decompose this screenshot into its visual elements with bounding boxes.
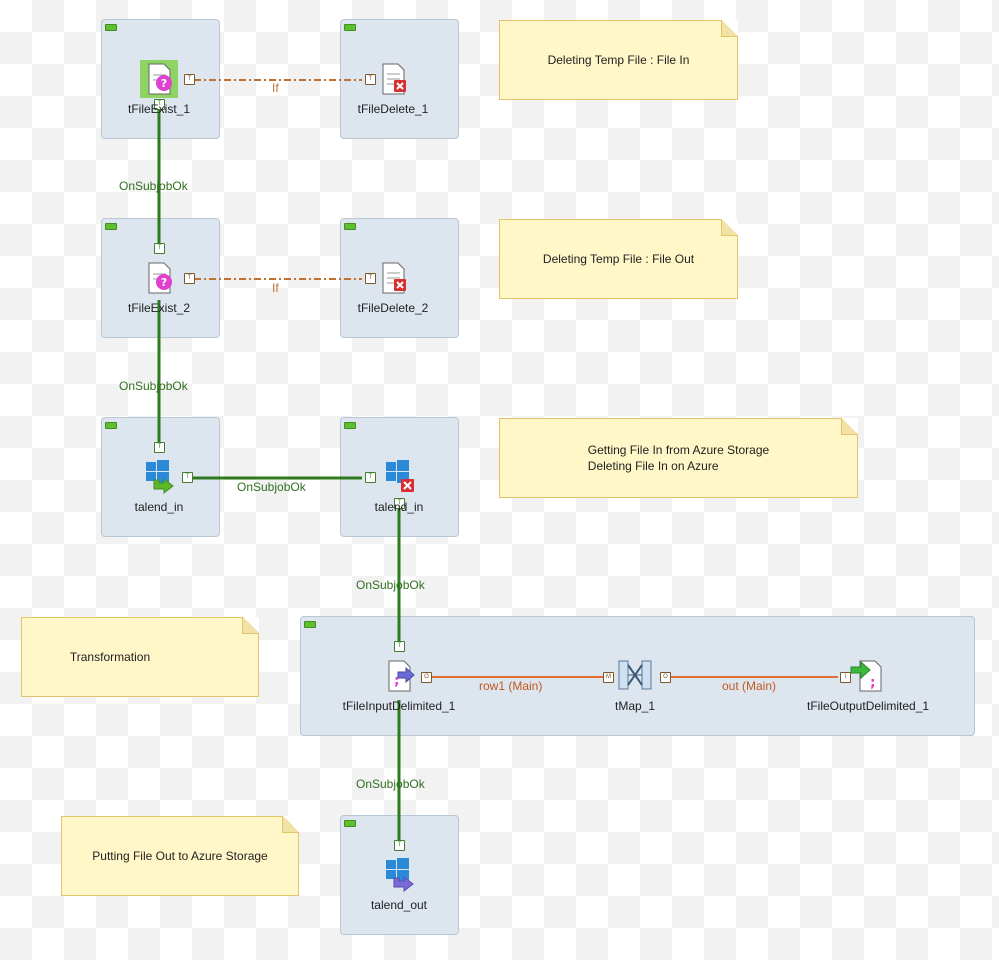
collapse-button[interactable]	[105, 422, 117, 429]
note-text: Putting File Out to Azure Storage	[92, 849, 268, 863]
file-delete-icon	[374, 60, 412, 98]
onsubjobok-label-2[interactable]: OnSubjobOk	[119, 379, 188, 393]
trigger-port[interactable]: T	[394, 641, 405, 652]
collapse-button[interactable]	[344, 24, 356, 31]
component-talend-in-delete[interactable]: talend_in	[339, 458, 459, 514]
output-port[interactable]: T	[184, 74, 195, 85]
collapse-button[interactable]	[344, 223, 356, 230]
row1-label[interactable]: row1 (Main)	[479, 679, 543, 693]
component-tfiledelete-2[interactable]: tFileDelete_2	[333, 259, 453, 315]
onsubjobok-label-4[interactable]: OnSubjobOk	[356, 578, 425, 592]
component-tfileoutputdelimited-1[interactable]: ; tFileOutputDelimited_1	[807, 657, 930, 713]
component-talend-out[interactable]: talend_out	[339, 856, 459, 912]
component-label: tFileDelete_2	[357, 301, 429, 315]
component-talend-in-get[interactable]: talend_in	[99, 458, 219, 514]
azure-get-icon	[140, 458, 178, 496]
note-delete-file-out[interactable]: Deleting Temp File : File Out	[499, 219, 738, 299]
azure-put-icon	[380, 856, 418, 894]
note-fold	[721, 20, 738, 37]
collapse-button[interactable]	[344, 820, 356, 827]
svg-text:?: ?	[161, 276, 167, 289]
note-text: Deleting Temp File : File In	[547, 53, 690, 67]
tmap-icon	[616, 657, 654, 695]
file-output-delimited-icon: ;	[848, 657, 886, 695]
if-label-1[interactable]: If	[272, 81, 279, 95]
file-exist-icon: ?	[140, 60, 178, 98]
collapse-button[interactable]	[105, 223, 117, 230]
note-delete-file-in[interactable]: Deleting Temp File : File In	[499, 20, 738, 100]
component-tfileexist-2[interactable]: ? tFileExist_2	[99, 259, 219, 315]
note-fold	[721, 219, 738, 236]
component-label: tMap_1	[614, 699, 656, 713]
component-label: talend_in	[374, 500, 424, 514]
output-port[interactable]: O	[660, 672, 671, 683]
file-delete-icon	[374, 259, 412, 297]
trigger-port[interactable]: T	[182, 472, 193, 483]
note-text: Deleting Temp File : File Out	[542, 252, 695, 266]
trigger-port[interactable]: T	[154, 99, 165, 110]
svg-text:;: ;	[870, 675, 876, 691]
trigger-port[interactable]: T	[365, 472, 376, 483]
note-fold	[841, 418, 858, 435]
note-text: Getting File In from Azure Storage Delet…	[587, 443, 770, 473]
component-label: tFileInputDelimited_1	[342, 699, 456, 713]
onsubjobok-label-1[interactable]: OnSubjobOk	[119, 179, 188, 193]
file-input-delimited-icon: ;	[380, 657, 418, 695]
component-tmap-1[interactable]: tMap_1	[575, 657, 695, 713]
trigger-port[interactable]: T	[394, 840, 405, 851]
component-tfiledelete-1[interactable]: tFileDelete_1	[333, 60, 453, 116]
collapse-button[interactable]	[304, 621, 316, 628]
output-port[interactable]: O	[421, 672, 432, 683]
component-tfileexist-1[interactable]: ? tFileExist_1	[99, 60, 219, 116]
note-text: Transformation	[69, 650, 151, 664]
input-port[interactable]: I	[840, 672, 851, 683]
component-label: talend_out	[370, 898, 428, 912]
onsubjobok-label-5[interactable]: OnSubjobOk	[356, 777, 425, 791]
output-port[interactable]: T	[184, 273, 195, 284]
out-label[interactable]: out (Main)	[722, 679, 777, 693]
trigger-port[interactable]: T	[394, 498, 405, 509]
component-label: talend_in	[134, 500, 184, 514]
input-port[interactable]: T	[365, 74, 376, 85]
svg-text:;: ;	[394, 673, 400, 689]
onsubjobok-label-3[interactable]: OnSubjobOk	[237, 480, 306, 494]
component-tfileinputdelimited-1[interactable]: ; tFileInputDelimited_1	[339, 657, 459, 713]
note-fold	[242, 617, 259, 634]
component-label: tFileDelete_1	[357, 102, 429, 116]
note-put-file-out[interactable]: Putting File Out to Azure Storage	[61, 816, 299, 896]
main-input-port[interactable]: M	[603, 672, 614, 683]
note-transformation[interactable]: Transformation	[21, 617, 259, 697]
trigger-port[interactable]: T	[154, 442, 165, 453]
component-label: tFileExist_1	[127, 102, 191, 116]
file-exist-icon: ?	[140, 259, 178, 297]
note-fold	[282, 816, 299, 833]
trigger-port[interactable]: T	[154, 243, 165, 254]
collapse-button[interactable]	[344, 422, 356, 429]
if-label-2[interactable]: If	[272, 281, 279, 295]
note-azure-get-delete[interactable]: Getting File In from Azure Storage Delet…	[499, 418, 858, 498]
component-label: tFileOutputDelimited_1	[807, 699, 930, 713]
input-port[interactable]: T	[365, 273, 376, 284]
svg-text:?: ?	[161, 77, 167, 90]
component-label: tFileExist_2	[127, 301, 191, 315]
collapse-button[interactable]	[105, 24, 117, 31]
azure-delete-icon	[380, 458, 418, 496]
